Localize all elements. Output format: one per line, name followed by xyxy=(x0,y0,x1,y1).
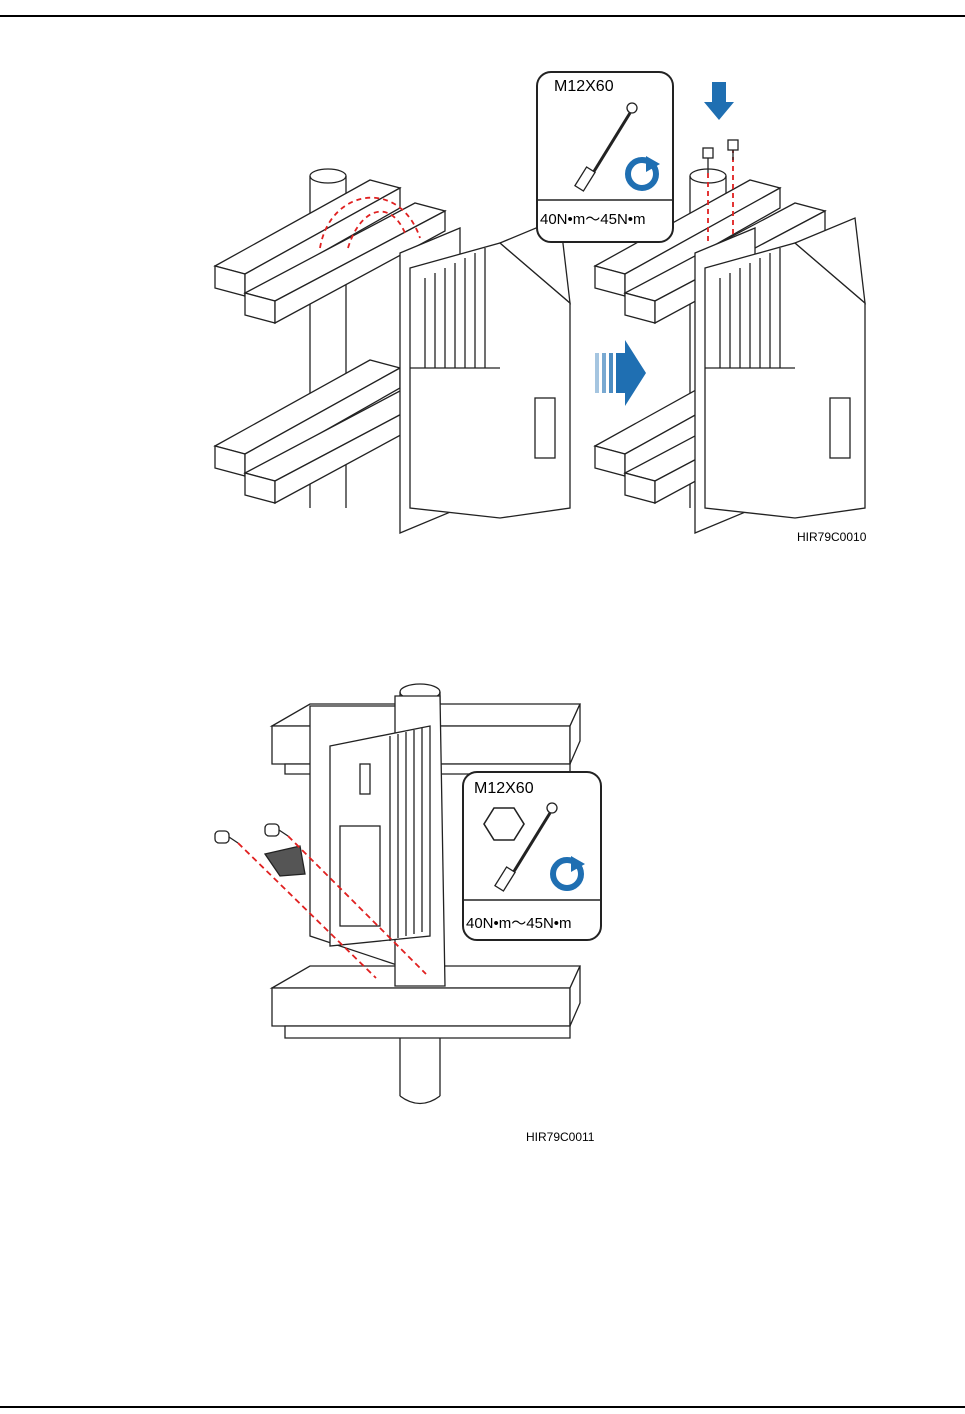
rru-unit-left xyxy=(400,218,570,533)
footer-rule xyxy=(0,1406,965,1408)
callout-screw-spec: M12X60 xyxy=(474,780,534,798)
figure-pole-mount-step1 xyxy=(200,68,900,548)
right-arrow-icon xyxy=(595,340,646,406)
header-rule xyxy=(0,15,965,17)
callout-torque: 40N•m～45N•m xyxy=(540,208,646,229)
down-arrow-icon xyxy=(704,82,734,120)
grounding-bracket xyxy=(265,846,305,876)
rru-unit xyxy=(310,696,445,986)
figure-pole-mount-step2 xyxy=(200,676,630,1146)
callout-torque: 40N•m～45N•m xyxy=(466,912,572,933)
bolts xyxy=(215,824,288,843)
figure-id-label: HIR79C0010 xyxy=(797,530,866,544)
figure-id-label: HIR79C0011 xyxy=(526,1130,594,1144)
rru-unit-right xyxy=(695,218,865,533)
callout-screw-spec: M12X60 xyxy=(554,78,614,96)
